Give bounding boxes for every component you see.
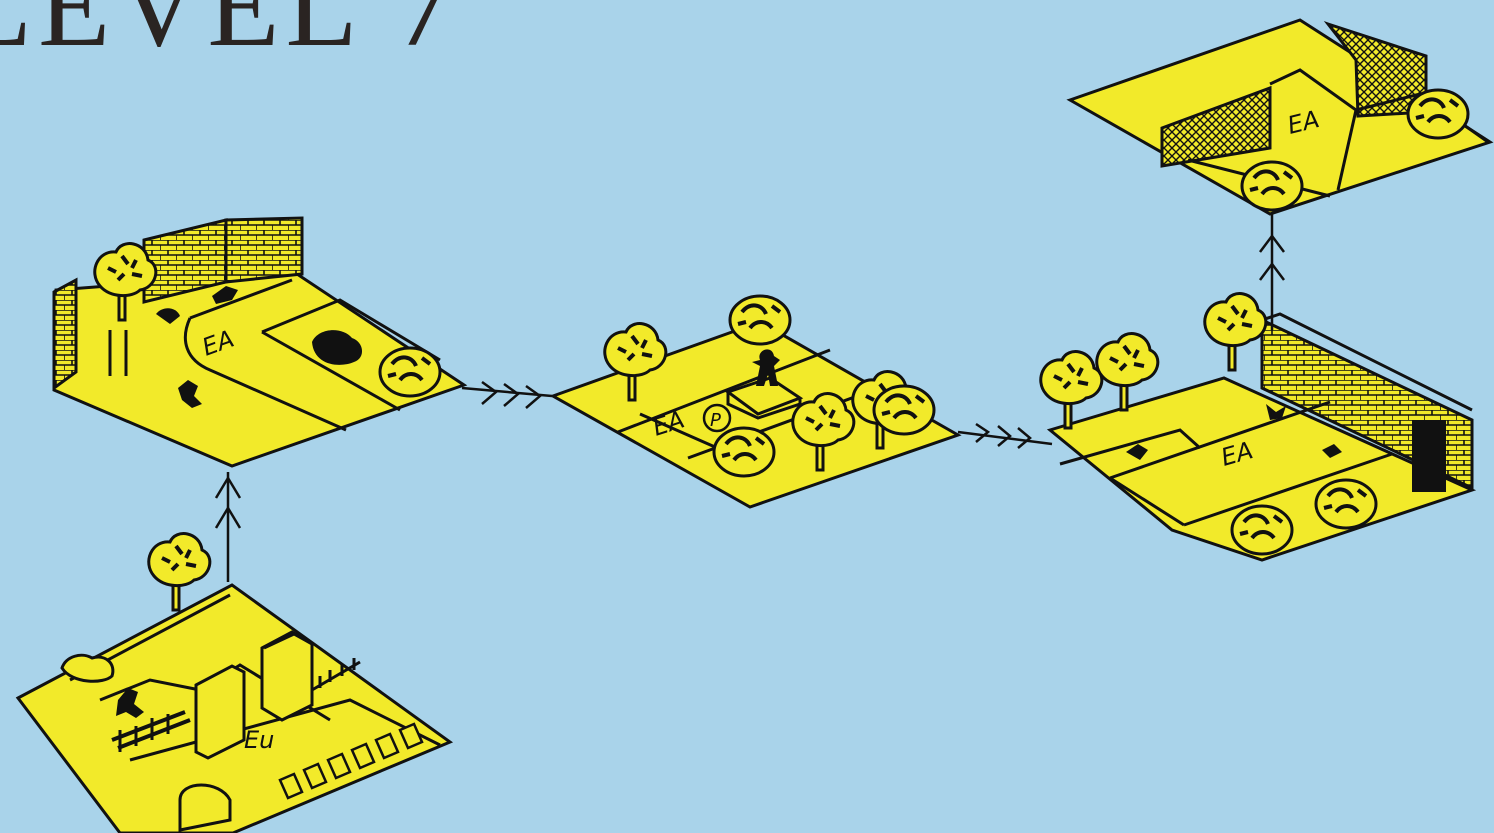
tree-icon <box>149 534 210 610</box>
tree-icon <box>1097 334 1158 410</box>
bush-icon <box>1408 90 1468 138</box>
bush-icon <box>1316 480 1376 528</box>
room-entrance[interactable]: Eu <box>18 534 450 833</box>
bush-icon <box>1242 162 1302 210</box>
arrow-icon <box>958 424 1052 448</box>
gate-icon <box>1412 420 1446 492</box>
room-courtyard[interactable]: EA <box>54 218 464 466</box>
arrow-icon <box>462 382 552 408</box>
bush-icon <box>714 428 774 476</box>
bush-icon <box>380 348 440 396</box>
room-label: Eu <box>244 726 274 754</box>
room-fenced-yard[interactable]: EA <box>1070 20 1490 214</box>
pillar <box>196 666 244 758</box>
room-badge: P <box>710 410 721 431</box>
bush-icon <box>730 296 790 344</box>
bush-icon <box>1232 506 1292 554</box>
room-plaza[interactable]: P EA <box>553 296 958 507</box>
arrow-icon <box>216 472 240 582</box>
bush-icon <box>874 386 934 434</box>
room-walled-garden[interactable]: EA <box>1041 294 1472 560</box>
tree-icon <box>1205 294 1266 370</box>
